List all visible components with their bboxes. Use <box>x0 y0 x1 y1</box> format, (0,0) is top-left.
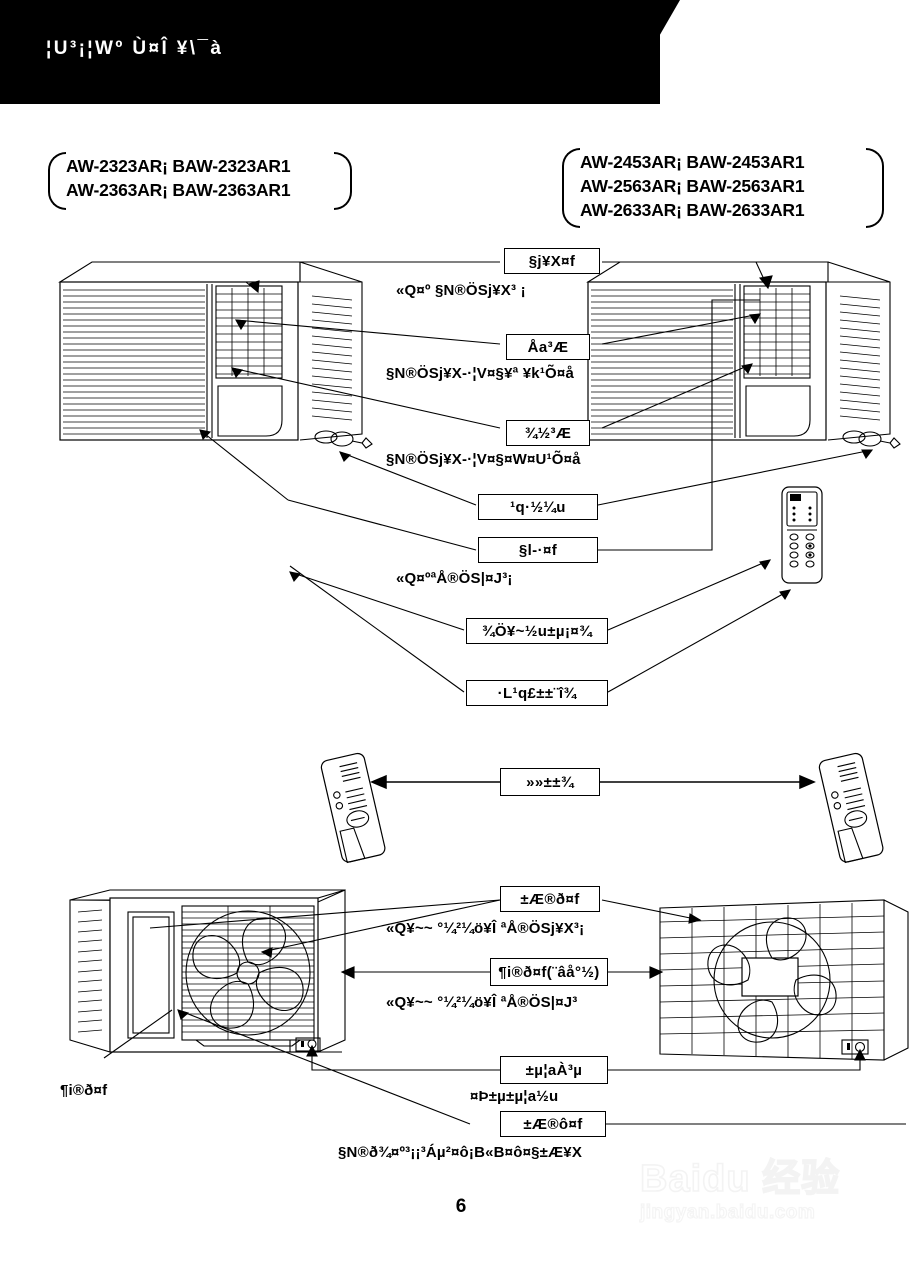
air-conditioner-front-right-icon <box>586 261 901 449</box>
leader-lines-top <box>92 261 874 693</box>
callout-box-air-inlet: §l-·¤f <box>478 537 598 563</box>
model-line: AW-2453AR¡ BAW-2453AR1 <box>580 152 805 172</box>
callout-box-intake-port: ¶i®ð¤f(¨âå°½) <box>490 958 608 986</box>
callout-note-air-inlet: «Q¤ºªÅ®ÖS|¤J³¡ <box>396 570 513 587</box>
page-title: ¦U³¡¦Wº Ù¤Î ¥\¯à <box>46 38 224 59</box>
callout-box-drain-outlet: ±Æ®ô¤f <box>500 1111 606 1137</box>
callout-note-intake-port: «Q¥~~ °¼²¼ö¥Î ªÅ®ÖS|¤J³ <box>386 994 578 1011</box>
fan-blade-right-icon <box>707 917 837 1043</box>
model-line: AW-2363AR¡ BAW-2363AR1 <box>66 180 291 200</box>
callout-box-microcomputer-control: ·L¹q£±±¨î¾ <box>466 680 608 706</box>
callout-note-horizontal-louver: §N®ÖSj¥X-·¦V¤§¥ª ¥k¹Õ¤å <box>386 365 574 382</box>
callout-note-vertical-louver: §N®ÖSj¥X-·¦V¤§¤W¤U¹Õ¤å <box>386 451 581 468</box>
leader-lines-bottom <box>103 899 906 1125</box>
callout-box-ground-terminal: ±µ¦aÀ³µ <box>500 1056 608 1084</box>
power-cord-right-icon <box>842 430 901 449</box>
remote-control-top-right-icon <box>781 486 823 584</box>
leader-lines-middle <box>370 774 816 790</box>
air-conditioner-front-left-icon <box>58 261 373 449</box>
callout-label-intake-port-standalone: ¶i®ð¤f <box>60 1082 108 1099</box>
model-line: AW-2323AR¡ BAW-2323AR1 <box>66 156 291 176</box>
air-conditioner-rear-left-icon <box>69 889 346 1053</box>
fan-blade-left-icon <box>185 910 311 1036</box>
model-group-left: AW-2323AR¡ BAW-2323AR1 AW-2363AR¡ BAW-23… <box>48 152 352 210</box>
power-cord-left-icon <box>314 430 373 449</box>
banner-black-block <box>0 0 660 104</box>
model-group-right: AW-2453AR¡ BAW-2453AR1 AW-2563AR¡ BAW-25… <box>562 148 884 228</box>
callout-box-external-wiring: ¾Ö¥~½u±µ¡¤¾ <box>466 618 608 644</box>
callout-box-remote-controller: »»±±¾ <box>500 768 600 796</box>
callout-box-air-outlet: §j¥X¤f <box>504 248 600 274</box>
callout-box-vertical-louver: ¾½³Æ <box>506 420 590 446</box>
remote-control-left-middle-icon <box>320 752 386 864</box>
remote-control-right-middle-icon <box>818 752 884 864</box>
callout-box-power-cord: ¹q·½¼u <box>478 494 598 520</box>
model-line: AW-2633AR¡ BAW-2633AR1 <box>580 200 805 220</box>
model-line: AW-2563AR¡ BAW-2563AR1 <box>580 176 805 196</box>
callout-box-exhaust-outlet: ±Æ®ð¤f <box>500 886 600 912</box>
callout-box-horizontal-louver: Åa³Æ <box>506 334 590 360</box>
callout-note-exhaust-outlet: «Q¥~~ °¼²¼ö¥Î ªÅ®ÖSj¥X³¡ <box>386 920 585 937</box>
page-number: 6 <box>455 1196 467 1217</box>
callout-note-air-outlet: «Q¤º §N®ÖSj¥X³ ¡ <box>396 282 526 299</box>
callout-note-ground-terminal: ¤Þ±µ±µ¦a½u <box>470 1088 559 1105</box>
callout-note-drain-outlet: §N®ð¾¤º³¡¡³Áµ²¤ô¡B«B¤ô¤§±Æ¥X <box>338 1144 583 1161</box>
air-conditioner-rear-right-icon <box>659 899 909 1061</box>
